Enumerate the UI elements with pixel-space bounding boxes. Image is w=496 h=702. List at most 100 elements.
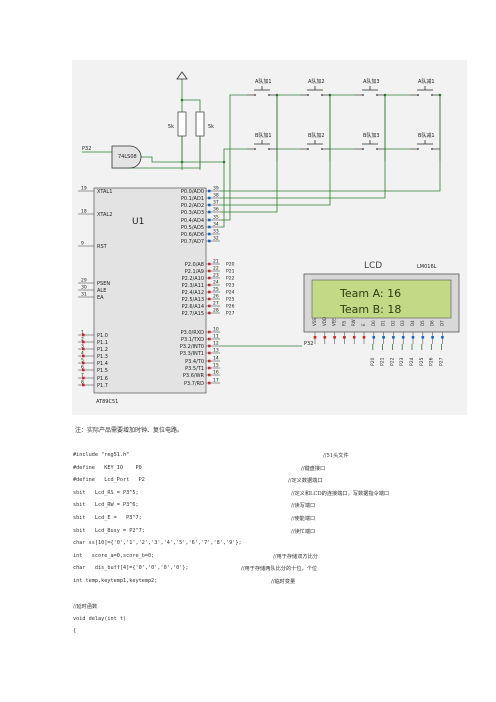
- net-label: P25: [419, 357, 425, 366]
- net-label: P23: [399, 357, 405, 366]
- switch-contact: [254, 148, 256, 150]
- code-text: sbit Lcd_Busy = P2^7;: [73, 527, 145, 534]
- pullup-wire: [112, 136, 201, 169]
- pin-state: [208, 203, 211, 207]
- code-line: char dis_buff[4]={'0','0','0','0'};//用于存…: [73, 563, 483, 576]
- pin-name: EA: [97, 295, 104, 301]
- code-text: sbit Lcd_RW = P3^6;: [73, 502, 139, 509]
- pin-number: 16: [213, 370, 219, 376]
- pin-state: [82, 333, 85, 337]
- junction-dot: [180, 98, 184, 102]
- pin-number: 12: [213, 341, 219, 347]
- code-comment: //键盘接口: [301, 465, 326, 472]
- pin-name: P3.5/T1: [185, 366, 204, 372]
- lcd-model: LM016L: [417, 264, 437, 270]
- pin-number: 35: [213, 215, 219, 221]
- lcd-pin-name: D3: [400, 320, 405, 326]
- pin-number: 24: [213, 280, 219, 286]
- pin-state: [343, 336, 346, 339]
- pin-name: P0.0/AD0: [181, 189, 204, 195]
- lcd-pin-name: D1: [381, 320, 386, 326]
- pin-state: [208, 225, 211, 229]
- switch-contact: [362, 148, 364, 150]
- pin-name: PSEN: [97, 281, 110, 287]
- pin-name: P1.3: [97, 354, 108, 360]
- pin-name: P2.4/A12: [182, 290, 204, 296]
- pin-name: P1.1: [97, 340, 108, 346]
- pin-state: [431, 336, 434, 339]
- button-label: B队加2: [308, 132, 325, 139]
- net-label: P22: [389, 357, 395, 366]
- lcd-pin-name: VSS: [312, 318, 317, 326]
- pin-state: [82, 376, 85, 380]
- resistor: [195, 111, 205, 137]
- net-label: P22: [226, 276, 235, 282]
- pin-number: 37: [213, 200, 219, 206]
- pin-state: [208, 366, 211, 370]
- pin-state: [82, 354, 85, 358]
- pin-state: [392, 336, 395, 339]
- mcu-ref: U1: [132, 217, 144, 227]
- button-label: A队加3: [363, 78, 380, 85]
- code-text: sbit Lcd_RS = P3^5;: [73, 489, 139, 496]
- vcc-symbol: [176, 71, 188, 80]
- switch-contact: [431, 148, 433, 150]
- pin-number: 25: [213, 287, 219, 293]
- pin-number: 23: [213, 273, 219, 279]
- pin-name: P0.1/AD1: [181, 196, 204, 202]
- pin-state: [208, 210, 211, 214]
- pin-state: [208, 196, 211, 200]
- pin-number: 11: [213, 334, 219, 340]
- pin-name: RST: [97, 244, 108, 250]
- gate-part: 74LS08: [118, 154, 137, 160]
- pin-name: P3.7/RD: [184, 381, 204, 387]
- pin-state: [208, 337, 211, 341]
- pin-name: XTAL1: [97, 189, 112, 195]
- code-line: void delay(int t): [73, 614, 483, 627]
- code-text: #define Lcd_Port P2: [73, 477, 145, 484]
- button-label: A队减1: [418, 78, 435, 85]
- code-text: #include "reg51.h": [73, 452, 130, 458]
- switch-contact: [307, 94, 309, 96]
- pin-number: 8: [81, 380, 84, 386]
- pin-name: P1.2: [97, 347, 108, 353]
- pin-number: 26: [213, 294, 219, 300]
- pin-number: 31: [81, 292, 87, 298]
- pin-state: [82, 368, 85, 372]
- net-label: P23: [226, 283, 235, 289]
- pin-name: P3.4/T0: [185, 359, 204, 365]
- pin-number: 39: [213, 186, 219, 192]
- pin-name: P2.7/A15: [182, 311, 204, 317]
- lcd-pin-name: E: [361, 323, 366, 326]
- pin-state: [82, 383, 85, 387]
- pin-number: 14: [213, 356, 219, 362]
- code-line: sbit Lcd_Busy = P2^7;//读忙端口: [73, 526, 483, 539]
- pin-name: P0.3/AD3: [181, 210, 204, 216]
- pin-number: 22: [213, 266, 219, 272]
- code-line: sbit Lcd_RS = P3^5; //定义和LCD的连接端口，写数据指令端口: [73, 488, 483, 501]
- code-comment: //定义和LCD的连接端口，写数据指令端口: [291, 490, 390, 497]
- pin-number: 1: [81, 330, 84, 336]
- lcd-pin-name: D7: [439, 320, 444, 326]
- pin-state: [401, 336, 405, 339]
- mcu-body: [93, 187, 207, 394]
- pin-state: [208, 189, 211, 193]
- lcd-pin-name: D6: [430, 320, 435, 326]
- lcd-pin-name: VEE: [332, 318, 337, 326]
- pin-state: [208, 304, 211, 308]
- code-line: sbit Lcd_RW = P3^6;//读写端口: [73, 500, 483, 513]
- pin-number: 36: [213, 207, 219, 213]
- pin-number: 18: [81, 209, 87, 215]
- net-label: P20: [226, 262, 235, 268]
- pin-state: [82, 347, 85, 351]
- pin-name: P0.4/AD4: [181, 218, 204, 224]
- pin-number: 9: [81, 241, 84, 247]
- code-comment: //定义数据端口: [288, 478, 323, 485]
- pin-state: [352, 336, 356, 339]
- pin-name: P2.5/A13: [182, 297, 204, 303]
- lcd-pin-name: D0: [371, 320, 376, 326]
- pin-state: [372, 336, 376, 339]
- pin-name: P1.0: [97, 333, 108, 339]
- pin-name: P0.2/AD2: [181, 203, 204, 209]
